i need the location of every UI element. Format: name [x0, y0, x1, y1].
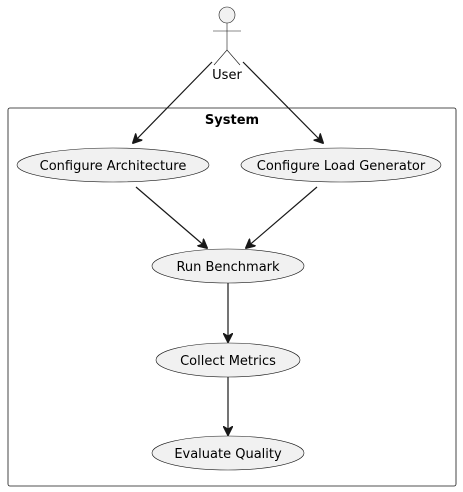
usecase-ellipse: [155, 342, 301, 378]
usecase-configure-architecture: Configure Architecture: [16, 147, 210, 183]
edge-user-to-configure-load-generator: [242, 61, 323, 143]
actor-user: User: [212, 6, 242, 83]
usecase-label: Run Benchmark: [176, 260, 280, 275]
edge-user-to-configure-architecture: [133, 61, 213, 143]
system-boundary: [7, 107, 457, 487]
usecase-label: Collect Metrics: [180, 354, 276, 369]
usecase-configure-load-generator: Configure Load Generator: [240, 147, 442, 183]
usecase-run-benchmark: Run Benchmark: [151, 248, 305, 284]
usecase-ellipse: [240, 147, 442, 183]
usecase-label: Configure Load Generator: [257, 159, 426, 174]
usecase-ellipse: [16, 147, 210, 183]
usecase-evaluate-quality: Evaluate Quality: [151, 435, 305, 471]
actor-label: User: [212, 68, 242, 83]
usecase-label: Evaluate Quality: [174, 447, 282, 462]
usecase-ellipse: [151, 435, 305, 471]
actor-right-leg: [226, 49, 241, 66]
system-title: System: [205, 113, 259, 128]
edge-configure-architecture-to-run-benchmark: [135, 186, 207, 248]
usecase-ellipse: [151, 248, 305, 284]
edge-configure-load-generator-to-run-benchmark: [246, 186, 318, 248]
actor-left-leg: [213, 49, 228, 66]
usecase-collect-metrics: Collect Metrics: [155, 342, 301, 378]
usecase-label: Configure Architecture: [40, 159, 187, 174]
actor-head-icon: [218, 6, 236, 24]
